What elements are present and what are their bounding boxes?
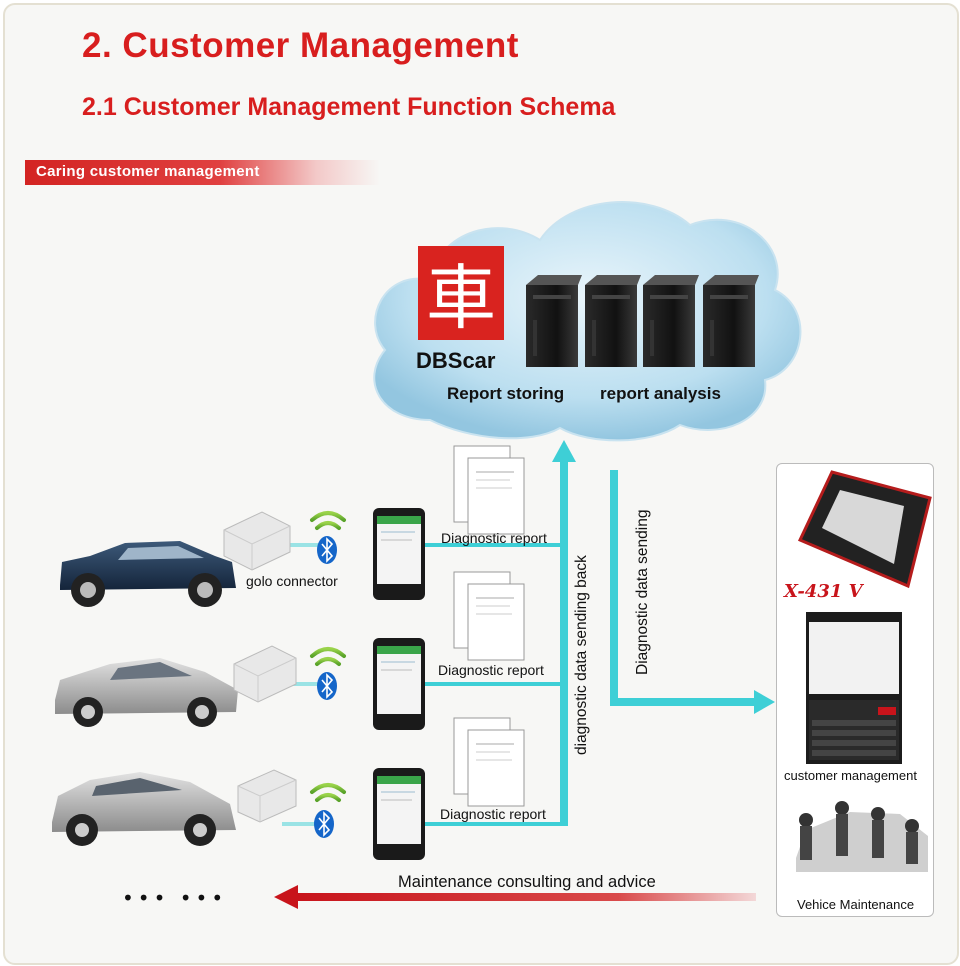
ellipsis: ••• •••	[122, 886, 227, 910]
bluetooth-icon	[317, 536, 337, 564]
report-analysis-label: report analysis	[600, 384, 721, 403]
vehicle-maintenance-label: Vehice Maintenance	[797, 897, 914, 912]
flow-lines	[282, 440, 775, 826]
golo-connector-icon	[233, 645, 297, 703]
up-arrowhead	[552, 440, 576, 462]
customer-management-label: customer management	[784, 768, 917, 783]
golo-connector-icon	[223, 511, 291, 571]
report-storing-label: Report storing	[447, 384, 564, 403]
page-subtitle: 2.1 Customer Management Function Schema	[82, 93, 616, 121]
section-banner-label: Caring customer management	[36, 163, 260, 180]
car-coupe-silver	[55, 658, 238, 727]
smartphone-icon	[373, 638, 425, 730]
report-label-1: Diagnostic report	[441, 530, 547, 546]
section-banner: Caring customer management	[25, 160, 380, 185]
server-icon	[585, 275, 641, 367]
wifi-icon	[310, 511, 346, 802]
page-title: 2. Customer Management	[82, 26, 519, 65]
report-document	[453, 445, 525, 535]
bluetooth-icon	[317, 672, 337, 700]
dbscar-logo: 車	[418, 246, 504, 340]
server-icon	[703, 275, 759, 367]
car-hatchback-silver	[52, 772, 236, 846]
brand-label: DBScar	[416, 348, 496, 373]
server-icon	[643, 275, 699, 367]
report-document	[453, 571, 525, 661]
up-arrow-label: diagnostic data sending back	[573, 555, 590, 755]
bottom-arrow-label: Maintenance consulting and advice	[398, 873, 656, 891]
connector-label: golo connector	[246, 573, 338, 589]
car-suv-blue	[60, 541, 236, 607]
smartphone-icon	[373, 508, 425, 600]
device-brand: X-431 V	[783, 581, 865, 602]
server-rack	[526, 275, 759, 367]
down-arrow-label: Diagnostic data sending	[634, 510, 651, 675]
customer-management-screen	[806, 612, 902, 764]
right-arrowhead	[754, 690, 775, 714]
report-document	[453, 717, 525, 807]
bluetooth-icon	[314, 810, 334, 838]
bottom-arrow	[274, 885, 756, 909]
smartphone-icon	[373, 768, 425, 860]
vehicle-maintenance-photo	[796, 801, 928, 872]
report-label-2: Diagnostic report	[438, 662, 544, 678]
golo-connector-icon	[237, 769, 297, 823]
server-icon	[526, 275, 582, 367]
report-label-3: Diagnostic report	[440, 806, 546, 822]
x431-tablet-device	[797, 470, 932, 589]
logo-glyph: 車	[426, 257, 496, 339]
